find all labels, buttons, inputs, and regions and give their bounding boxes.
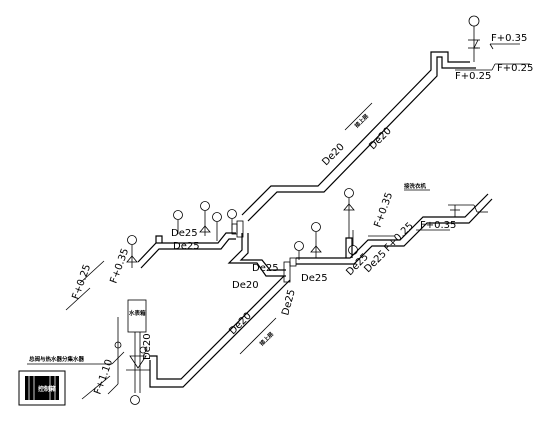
pipe-size-de25-mid: De25 <box>252 263 279 274</box>
elevation-top-c: F+0.25 <box>497 63 533 74</box>
elevation-right-c: F+0.25 <box>382 221 416 255</box>
pipe-size-de20-top-b: De20 <box>367 126 394 153</box>
pipe-size-de25-left-b: De25 <box>173 241 200 252</box>
pipe-size-de25-left-a: De25 <box>171 228 198 239</box>
meter-assembly <box>107 299 150 405</box>
elevation-right-b: F+0.35 <box>420 220 456 231</box>
left-note: 总阀与热水器分集水器 <box>29 355 85 363</box>
main-riser-pipe <box>241 51 476 222</box>
top-fixture <box>455 15 530 71</box>
elevation-left-a: F+0.35 <box>108 247 131 285</box>
flow-label-top: 接上层 <box>353 112 371 130</box>
meter-box-note: 水表箱 <box>129 309 146 317</box>
right-branch-pipe <box>296 193 493 265</box>
elevation-right-a: F+0.35 <box>372 191 395 229</box>
pipe-size-de20-top: De20 <box>320 142 347 169</box>
right-note: 接洗衣机 <box>404 182 427 190</box>
pipe-size-de20-lower: De20 <box>227 311 254 338</box>
cabinet-label: 控制箱 <box>38 385 56 393</box>
middle-pipe <box>227 233 286 277</box>
right-fixtures <box>294 188 488 260</box>
control-cabinet <box>18 370 66 406</box>
pipe-size-de20-vertical: De20 <box>142 333 153 360</box>
elevation-top-b: F+0.25 <box>455 71 491 82</box>
lower-pipe <box>149 275 291 388</box>
pipe-size-de20-bottom: De20 <box>232 280 259 291</box>
flow-label-bottom: 接上层 <box>258 330 276 348</box>
pipe-size-de25-mid-b: De25 <box>301 273 328 284</box>
elevation-top-a: F+0.35 <box>491 33 527 44</box>
left-branch-pipe <box>137 232 236 269</box>
pipe-size-de25-lower: De25 <box>280 288 298 317</box>
left-fixtures <box>126 201 237 268</box>
